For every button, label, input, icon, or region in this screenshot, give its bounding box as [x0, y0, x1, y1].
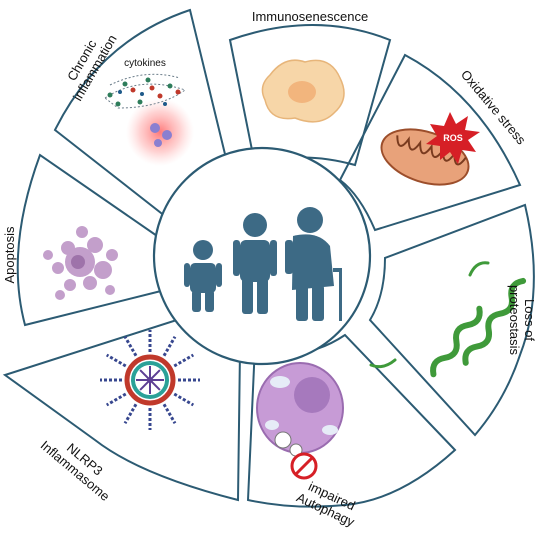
segment-loss-of-proteostasis: [368, 203, 535, 437]
ros-badge: ROS: [443, 133, 463, 143]
adult-figure-icon: [233, 213, 277, 314]
label-loss-of-proteostasis-line1: Loss of: [522, 299, 537, 341]
segment-oxidative-stress: [338, 53, 522, 232]
inflammasome-ray: [173, 392, 195, 407]
glow-icon: [126, 98, 194, 166]
label-cytokines: cytokines: [124, 58, 166, 69]
segment-outlines: [2, 8, 535, 508]
senescent-cell-icon: [261, 59, 345, 123]
inflammasome-icon: [100, 330, 200, 430]
elderly-figure-icon: [285, 207, 342, 321]
inflammasome-ray: [105, 392, 127, 407]
apoptotic-cell-icon: [43, 226, 118, 300]
inflammasome-ray: [123, 403, 138, 425]
inflammasome-ray: [173, 353, 195, 368]
inflammasome-ray: [105, 353, 127, 368]
inflammasome-ray: [162, 335, 177, 357]
inflammasome-ray: [162, 403, 177, 425]
ros-burst-icon: ROS: [426, 112, 480, 164]
prohibition-icon: [290, 452, 318, 480]
inflammasome-ray: [123, 335, 138, 357]
label-apoptosis: Apoptosis: [2, 226, 17, 284]
people-group: [184, 207, 342, 321]
autophagic-cell-icon: [256, 362, 344, 457]
label-loss-of-proteostasis-line2: proteostasis: [507, 285, 522, 356]
cytokine-network-icon: [104, 73, 187, 109]
protein-helix-icon: [369, 261, 527, 378]
child-figure-icon: [184, 240, 222, 312]
label-immunosenescence: Immunosenescence: [252, 9, 368, 24]
